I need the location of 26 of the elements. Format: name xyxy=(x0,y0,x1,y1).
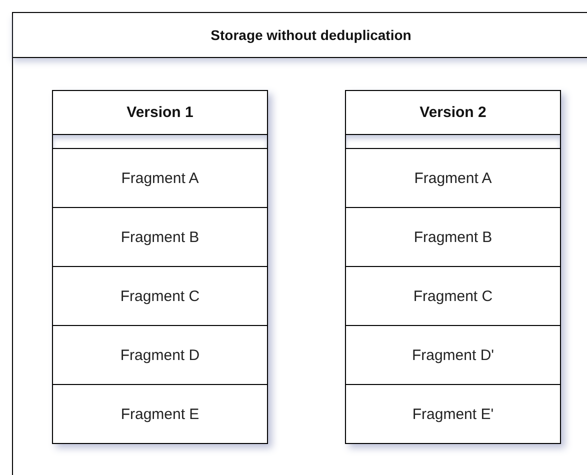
fragment-label: Fragment E' xyxy=(412,406,494,422)
fragment-row xyxy=(53,267,267,326)
fragment-label: Fragment A xyxy=(121,170,199,186)
version-heading: Version 2 xyxy=(420,104,486,121)
version-heading: Version 1 xyxy=(126,104,194,121)
fragment-label: Fragment B xyxy=(414,228,492,246)
fragment-label: Fragment C xyxy=(413,288,493,304)
fragment-row xyxy=(346,208,560,267)
fragment-label: Fragment B xyxy=(120,228,200,246)
version-table xyxy=(345,90,561,444)
storage-container xyxy=(12,12,587,475)
fragment-label: Fragment C xyxy=(120,288,200,304)
fragment-label: Fragment A xyxy=(414,170,492,186)
fragment-row xyxy=(53,385,267,443)
fragment-row xyxy=(53,149,267,208)
fragment-label: Fragment E xyxy=(120,406,200,422)
fragment-row xyxy=(346,149,560,208)
fragment-row xyxy=(346,267,560,326)
version-table xyxy=(52,90,268,444)
fragment-row xyxy=(346,385,560,443)
fragment-row xyxy=(53,326,267,385)
container-title: Storage without deduplication xyxy=(210,27,412,43)
fragment-row xyxy=(53,208,267,267)
fragment-row xyxy=(346,326,560,385)
fragment-label: Fragment D' xyxy=(412,346,494,364)
fragment-label: Fragment D xyxy=(120,346,200,364)
